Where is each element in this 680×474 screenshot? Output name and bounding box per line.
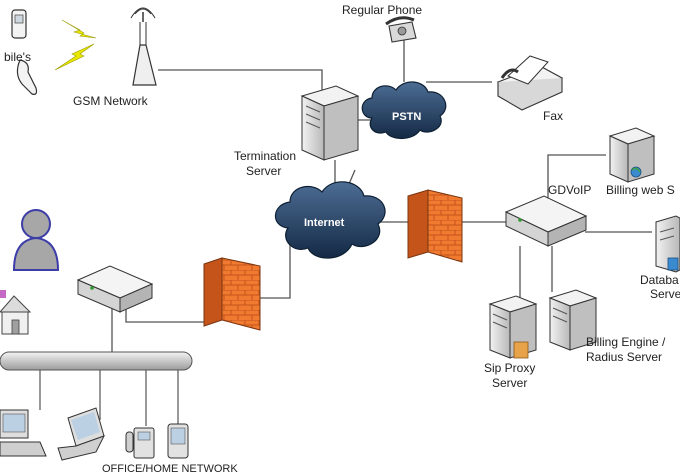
fax-label: Fax [543, 109, 563, 123]
fax-machine-icon [496, 55, 564, 111]
pstn-label: PSTN [392, 111, 421, 123]
router-icon [76, 265, 154, 313]
pda-device-icon [167, 423, 189, 459]
internet-cloud [274, 181, 386, 259]
ip-phone-icon [125, 427, 155, 459]
gdvoip-label: GDVoIP [548, 183, 591, 197]
user-person-icon [12, 209, 60, 271]
firewall-icon [203, 257, 261, 331]
billing-engine-label-2: Radius Server [586, 350, 662, 364]
lan-bus [0, 351, 193, 426]
billing-web-label: Billing web S [606, 183, 675, 197]
billing-engine-label-1: Billing Engine / [586, 335, 666, 349]
regular-phone-label: Regular Phone [342, 3, 422, 17]
sip-proxy-label-1: Sip Proxy [484, 361, 535, 375]
mobile-phone-icon [11, 9, 38, 95]
house-icon [0, 290, 32, 335]
termination-server-label-1: Termination [234, 149, 296, 163]
gdvoip-switch-icon [504, 195, 588, 247]
lightning-icon [54, 19, 97, 71]
internet-label: Internet [304, 217, 345, 229]
database-server-icon [655, 215, 680, 273]
database-label-2: Serve [650, 287, 680, 301]
office-home-network-label: OFFICE/HOME NETWORK [102, 463, 238, 474]
mobiles-label: bile's [4, 50, 31, 64]
telephone-icon [385, 16, 417, 43]
pstn-cloud [361, 81, 447, 140]
gsm-network-label: GSM Network [73, 94, 149, 108]
sip-proxy-label-2: Server [492, 376, 527, 390]
sip-proxy-server-icon [488, 295, 538, 359]
termination-server-icon [300, 85, 360, 161]
desktop-computer-icon [0, 409, 47, 457]
gsm-tower-icon [130, 7, 157, 86]
firewall-icon [407, 189, 463, 263]
billing-web-server-icon [608, 127, 656, 183]
laptop-icon [57, 407, 106, 461]
termination-server-label-2: Server [246, 164, 281, 178]
billing-engine-server-icon [548, 289, 598, 351]
database-label-1: Databa [640, 273, 679, 287]
